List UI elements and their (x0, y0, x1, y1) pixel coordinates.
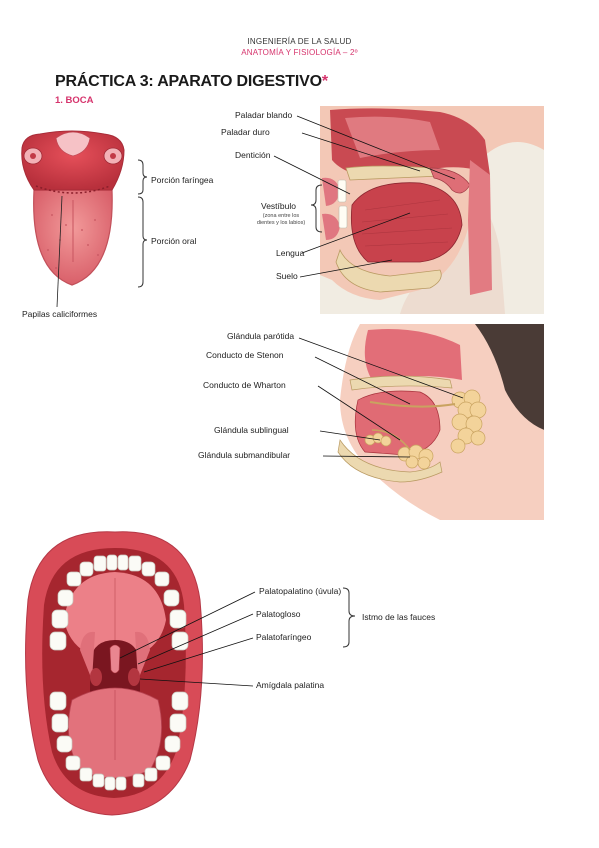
label-porcion-faringea: Porción faríngea (151, 175, 214, 185)
label-lengua: Lengua (276, 248, 305, 258)
label-istmo-fauces: Istmo de las fauces (362, 612, 436, 622)
vestibulo-note-line1: (zona entre los (262, 213, 300, 219)
course-title: INGENIERÍA DE LA SALUD (247, 37, 352, 46)
label-palatogloso: Palatogloso (256, 609, 301, 619)
label-denticion: Dentición (235, 150, 271, 160)
title-text: PRÁCTICA 3: APARATO DIGESTIVO (55, 73, 322, 90)
course-subtitle: ANATOMÍA Y FISIOLOGÍA – 2º (241, 48, 358, 57)
label-palatofaringeo: Palatofaríngeo (256, 632, 312, 642)
label-uvula: Palatopalatino (úvula) (259, 586, 342, 596)
label-papilas-caliciformes: Papilas caliciformes (22, 309, 98, 319)
label-vestibulo-note: (zona entre los dientes y los labios) (250, 213, 312, 227)
label-porcion-oral: Porción oral (151, 236, 197, 246)
label-amigdala-palatina: Amígdala palatina (256, 680, 325, 690)
label-conducto-wharton: Conducto de Wharton (203, 380, 286, 390)
label-glandula-parotida: Glándula parótida (227, 331, 295, 341)
label-vestibulo: Vestíbulo (261, 201, 296, 211)
page-title: PRÁCTICA 3: APARATO DIGESTIVO* (55, 73, 328, 91)
label-conducto-stenon: Conducto de Stenon (206, 350, 284, 360)
label-glandula-sublingual: Glándula sublingual (214, 425, 289, 435)
vestibulo-note-line2: dientes y los labios) (256, 220, 306, 226)
title-asterisk: * (321, 73, 328, 90)
section-heading: 1. BOCA (55, 95, 94, 106)
label-paladar-duro: Paladar duro (221, 127, 270, 137)
label-paladar-blando: Paladar blando (235, 110, 293, 120)
label-glandula-submandibular: Glándula submandibular (198, 450, 291, 460)
label-suelo: Suelo (276, 271, 298, 281)
